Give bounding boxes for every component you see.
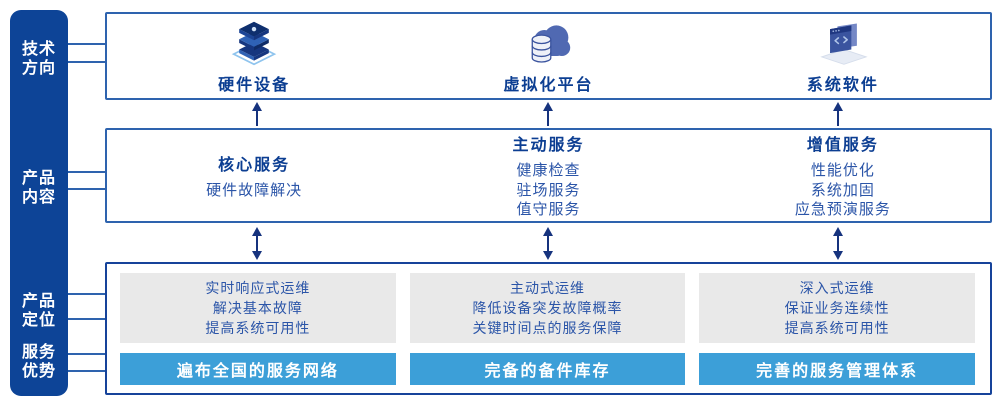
tech-item-label: 硬件设备 bbox=[218, 76, 291, 94]
positioning-panel: 主动式运维 降低设备突发故障概率 关键时间点的服务保障 bbox=[409, 273, 686, 343]
positioning-line: 保证业务连续性 bbox=[784, 300, 890, 316]
product-content-box: 核心服务 硬件故障解决 主动服务 健康检查 驻场服务 值守服务 增值服务 性能优… bbox=[105, 128, 992, 223]
sidebar-label-product-positioning: 产品 定位 bbox=[10, 292, 68, 330]
server-stack-icon bbox=[231, 21, 277, 65]
connector-line bbox=[68, 293, 105, 295]
bottom-col-indepth: 深入式运维 保证业务连续性 提高系统可用性 完善的服务管理体系 bbox=[699, 273, 976, 385]
connector-line bbox=[68, 171, 105, 173]
tech-item-label: 系统软件 bbox=[806, 76, 879, 94]
sidebar-label-line: 定位 bbox=[21, 312, 56, 329]
connector-line bbox=[68, 188, 105, 190]
content-col-core-service: 核心服务 硬件故障解决 bbox=[107, 130, 401, 221]
sidebar-label-line: 服务 bbox=[21, 344, 56, 361]
tech-item-virtualization: 虚拟化平台 bbox=[401, 14, 695, 98]
connector-line bbox=[68, 353, 105, 355]
connector-line bbox=[68, 370, 105, 372]
cloud-database-icon bbox=[532, 24, 571, 63]
positioning-line: 主动式运维 bbox=[510, 280, 585, 296]
sidebar-label-product-content: 产品 内容 bbox=[10, 169, 68, 207]
positioning-panel: 深入式运维 保证业务连续性 提高系统可用性 bbox=[699, 273, 976, 343]
double-arrow-icon bbox=[543, 227, 553, 260]
sidebar: 技术 方向 产品 内容 产品 定位 服务 优势 bbox=[10, 10, 68, 396]
sidebar-label-line: 产品 bbox=[21, 293, 56, 310]
content-col-item: 健康检查 bbox=[516, 162, 581, 180]
sidebar-label-service-advantage: 服务 优势 bbox=[10, 343, 68, 381]
tech-direction-box: 硬件设备 虚拟化平台 bbox=[105, 12, 992, 100]
up-arrow-icon bbox=[833, 102, 843, 126]
content-col-item: 值守服务 bbox=[516, 201, 581, 219]
up-arrow-icon bbox=[252, 102, 262, 126]
sidebar-label-line: 技术 bbox=[21, 41, 56, 58]
content-col-active-service: 主动服务 健康检查 驻场服务 值守服务 bbox=[401, 130, 695, 221]
content-col-item: 系统加固 bbox=[810, 181, 875, 199]
content-col-title: 主动服务 bbox=[512, 137, 585, 155]
content-col-item: 应急预演服务 bbox=[794, 201, 891, 219]
positioning-line: 实时响应式运维 bbox=[205, 280, 311, 296]
content-col-value-added-service: 增值服务 性能优化 系统加固 应急预演服务 bbox=[696, 130, 990, 221]
content-col-title: 增值服务 bbox=[806, 137, 879, 155]
tech-item-hardware: 硬件设备 bbox=[107, 14, 401, 98]
content-col-title: 核心服务 bbox=[218, 156, 291, 174]
positioning-line: 关键时间点的服务保障 bbox=[472, 320, 623, 336]
positioning-panel: 实时响应式运维 解决基本故障 提高系统可用性 bbox=[120, 273, 396, 343]
up-arrow-icon bbox=[543, 102, 553, 126]
sidebar-label-line: 内容 bbox=[21, 189, 56, 206]
positioning-advantage-box: 实时响应式运维 解决基本故障 提高系统可用性 遍布全国的服务网络 主动式运维 降… bbox=[105, 262, 992, 395]
advantage-bar: 完善的服务管理体系 bbox=[699, 353, 976, 385]
software-window-icon bbox=[820, 23, 868, 65]
advantage-bar: 遍布全国的服务网络 bbox=[120, 353, 396, 385]
sidebar-label-line: 方向 bbox=[21, 60, 56, 77]
sidebar-label-line: 优势 bbox=[21, 363, 56, 380]
positioning-line: 深入式运维 bbox=[799, 280, 875, 296]
positioning-line: 提高系统可用性 bbox=[205, 320, 311, 336]
connector-line bbox=[68, 43, 105, 45]
bottom-col-proactive: 主动式运维 降低设备突发故障概率 关键时间点的服务保障 完备的备件库存 bbox=[409, 273, 686, 385]
bottom-col-realtime: 实时响应式运维 解决基本故障 提高系统可用性 遍布全国的服务网络 bbox=[120, 273, 396, 385]
content-col-item: 驻场服务 bbox=[516, 181, 581, 199]
positioning-line: 解决基本故障 bbox=[212, 300, 303, 316]
positioning-line: 提高系统可用性 bbox=[784, 320, 890, 336]
tech-item-system-software: 系统软件 bbox=[696, 14, 990, 98]
connector-line bbox=[68, 318, 105, 320]
content-col-item: 性能优化 bbox=[810, 162, 875, 180]
connector-line bbox=[68, 61, 105, 63]
double-arrow-icon bbox=[252, 227, 262, 260]
double-arrow-icon bbox=[833, 227, 843, 260]
content-col-item: 硬件故障解决 bbox=[206, 181, 303, 199]
positioning-line: 降低设备突发故障概率 bbox=[472, 300, 623, 316]
sidebar-label-tech-direction: 技术 方向 bbox=[10, 40, 68, 78]
advantage-bar: 完备的备件库存 bbox=[409, 353, 686, 385]
tech-item-label: 虚拟化平台 bbox=[503, 76, 594, 94]
sidebar-label-line: 产品 bbox=[21, 170, 56, 187]
